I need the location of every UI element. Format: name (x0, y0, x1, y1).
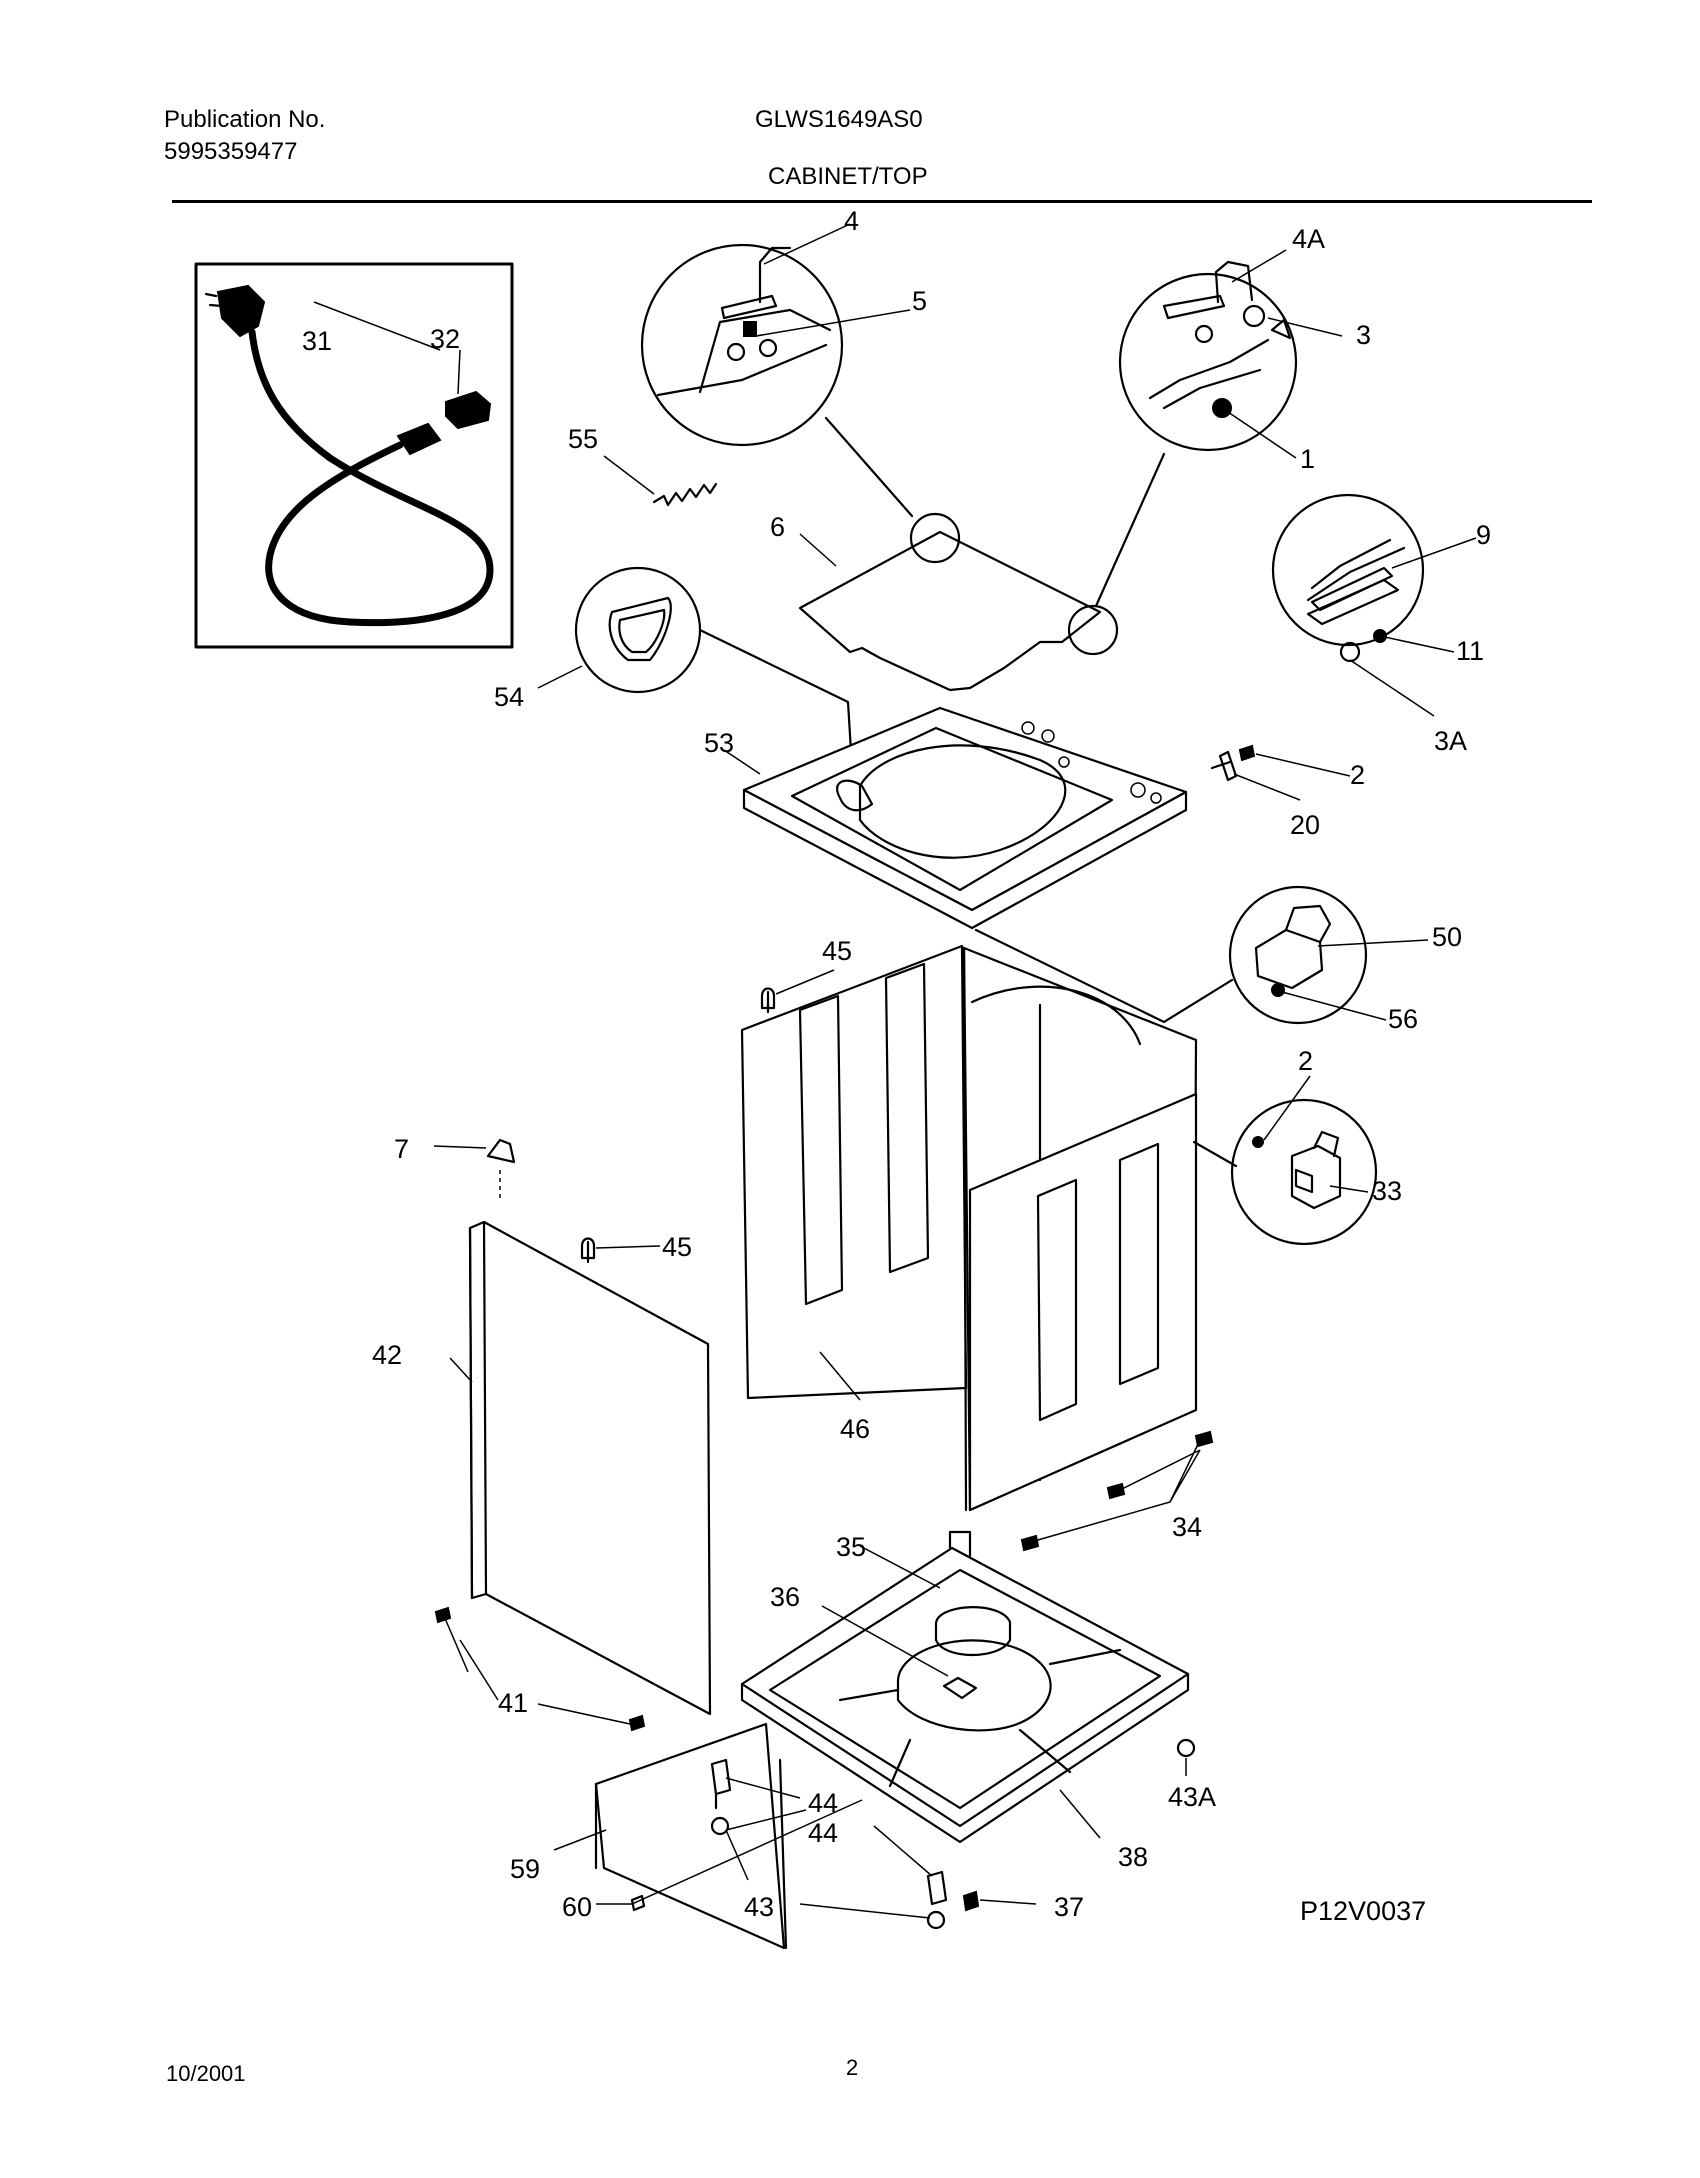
toe-panel-bracket (594, 1722, 788, 1950)
label-43a: 43A (1168, 1782, 1216, 1812)
screw-34b (1106, 1482, 1126, 1500)
cabinet-base (740, 1530, 1190, 1844)
label-5: 5 (912, 286, 927, 316)
label-4: 4 (844, 206, 859, 236)
label-6: 6 (770, 512, 785, 542)
section-title: CABINET/TOP (768, 163, 928, 190)
label-44-left: 44 (808, 1788, 838, 1818)
label-2-side: 2 (1298, 1046, 1313, 1076)
cabinet-clip-7 (486, 1138, 516, 1164)
publication-number: 5995359477 (164, 138, 298, 165)
model-number: GLWS1649AS0 (755, 106, 923, 133)
screw-60 (630, 1894, 646, 1912)
footer-date: 10/2001 (166, 2061, 246, 2086)
label-31: 31 (302, 326, 332, 356)
leveling-leg-44b (926, 1870, 948, 1906)
label-9: 9 (1476, 520, 1491, 550)
label-60: 60 (562, 1892, 592, 1922)
label-37: 37 (1054, 1892, 1084, 1922)
label-33: 33 (1372, 1176, 1402, 1206)
label-11: 11 (1456, 636, 1484, 666)
leg-nut-43a (710, 1816, 730, 1836)
cabinet-clip (1210, 750, 1238, 782)
screw-37 (962, 1890, 980, 1912)
label-41: 41 (498, 1688, 528, 1718)
lid-hinge-bracket-detail (1271, 493, 1425, 663)
drawing-code: P12V0037 (1300, 1896, 1426, 1926)
leader-lines (313, 223, 1477, 1919)
label-38: 38 (1118, 1842, 1148, 1872)
cabinet-top (742, 706, 1188, 930)
screw-41a (434, 1606, 452, 1624)
lid-switch-detail (1118, 260, 1298, 452)
publication-label: Publication No. (164, 106, 326, 133)
part-number-labels: 4 4A 5 3 1 31 32 55 6 9 11 3A 54 53 2 20… (302, 206, 1491, 1926)
label-3a: 3A (1434, 726, 1467, 756)
label-43: 43 (744, 1892, 774, 1922)
label-2-top: 2 (1350, 760, 1365, 790)
label-1: 1 (1300, 444, 1315, 474)
cabinet-screw (1238, 744, 1256, 762)
label-20: 20 (1290, 810, 1320, 840)
leveling-leg-44a (710, 1758, 732, 1810)
label-44-right: 44 (808, 1818, 838, 1848)
front-panel (468, 1220, 712, 1716)
label-56: 56 (1388, 1004, 1418, 1034)
label-45-front: 45 (662, 1232, 692, 1262)
door-lock-detail (974, 885, 1368, 1025)
label-55: 55 (568, 424, 598, 454)
page-number: 2 (846, 2055, 859, 2080)
label-7: 7 (394, 1134, 409, 1164)
leg-nut-43b (926, 1910, 946, 1930)
label-36: 36 (770, 1582, 800, 1612)
label-4a: 4A (1292, 224, 1325, 254)
screw-34a (1194, 1430, 1214, 1448)
header-rule (172, 200, 1592, 203)
lid (798, 416, 1166, 692)
power-cord-inset (194, 262, 514, 649)
cabinet-back-panel (740, 944, 968, 1400)
cabinet-side-panel (962, 946, 1198, 1512)
label-46: 46 (840, 1414, 870, 1444)
label-45-back: 45 (822, 936, 852, 966)
label-3: 3 (1356, 320, 1371, 350)
screw-41b (628, 1714, 646, 1732)
label-50: 50 (1432, 922, 1462, 952)
lid-hinge-detail (640, 243, 844, 447)
label-54: 54 (494, 682, 524, 712)
label-53: 53 (704, 728, 734, 758)
water-valve-detail (1192, 1098, 1378, 1246)
label-42: 42 (372, 1340, 402, 1370)
label-34: 34 (1172, 1512, 1202, 1542)
bumper-back (760, 987, 776, 1014)
lid-spring (652, 482, 718, 507)
label-59: 59 (510, 1854, 540, 1884)
label-35: 35 (836, 1532, 866, 1562)
foot-43a (1176, 1738, 1196, 1758)
label-32: 32 (430, 324, 460, 354)
